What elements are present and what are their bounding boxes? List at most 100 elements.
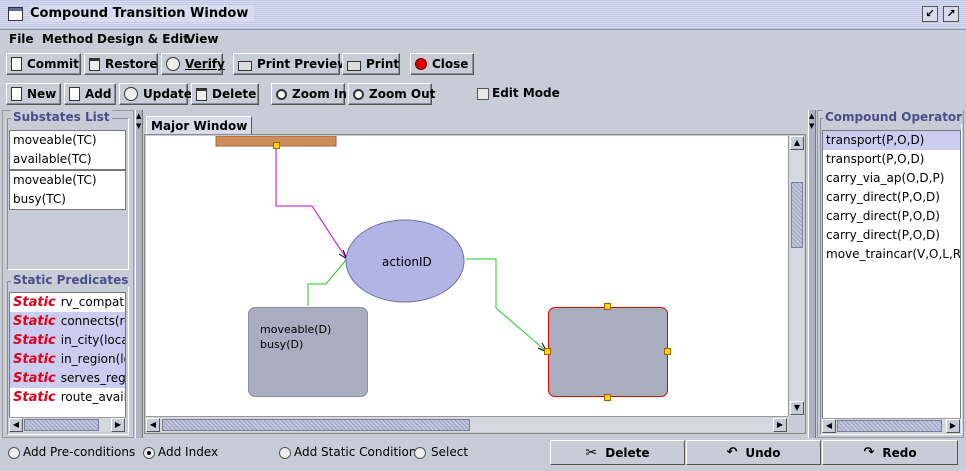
magenta-link[interactable] bbox=[275, 148, 347, 259]
zoom-in-button[interactable]: Zoom In bbox=[271, 83, 347, 105]
add-static-conditions-radio[interactable] bbox=[279, 447, 291, 459]
scroll-left-arrow-icon[interactable]: ◀ bbox=[146, 418, 160, 432]
scroll-thumb[interactable] bbox=[24, 419, 99, 431]
list-item[interactable]: moveable(TC) bbox=[13, 173, 97, 187]
add-button[interactable]: Add bbox=[64, 83, 116, 105]
update-label: Update bbox=[143, 87, 192, 101]
handle[interactable] bbox=[544, 348, 551, 355]
handle[interactable] bbox=[664, 348, 671, 355]
scroll-right-arrow-icon[interactable]: ▶ bbox=[773, 418, 787, 432]
canvas-vscrollbar[interactable]: ▲ ▼ bbox=[788, 136, 804, 416]
handle[interactable] bbox=[273, 142, 280, 149]
scroll-right-arrow-icon[interactable]: ▶ bbox=[946, 419, 960, 433]
list-item[interactable]: busy(TC) bbox=[13, 192, 66, 206]
substate-group-1[interactable]: moveable(TC) available(TC) bbox=[9, 130, 126, 170]
update-icon bbox=[124, 87, 138, 101]
action-oval[interactable] bbox=[345, 219, 465, 303]
compound-operators-list[interactable]: transport(P,O,D) transport(P,O,D) carry_… bbox=[822, 130, 961, 418]
edit-mode-label: Edit Mode bbox=[492, 86, 560, 100]
operators-hscrollbar[interactable]: ◀ ▶ bbox=[822, 418, 961, 433]
canvas-hscrollbar[interactable]: ◀ ▶ bbox=[146, 416, 788, 432]
zoom-in-label: Zoom In bbox=[292, 87, 347, 101]
list-item[interactable]: available(TC) bbox=[13, 152, 92, 166]
print-preview-icon bbox=[238, 60, 252, 71]
list-item[interactable]: carry_direct(P,O,D) bbox=[826, 190, 940, 204]
close-button[interactable]: Close bbox=[410, 53, 474, 75]
scroll-right-arrow-icon[interactable]: ▶ bbox=[111, 418, 125, 432]
collapse-down-icon[interactable]: ▼ bbox=[136, 122, 142, 130]
new-label: New bbox=[27, 87, 57, 101]
list-item[interactable]: moveable(TC) bbox=[13, 133, 97, 147]
print-preview-button[interactable]: Print Preview bbox=[233, 53, 348, 75]
left-splitter[interactable]: ▲ ▼ bbox=[135, 110, 143, 438]
undo-button[interactable]: ↶ Undo bbox=[686, 440, 821, 465]
list-item[interactable]: carry_direct(P,O,D) bbox=[826, 209, 940, 223]
collapse-up-icon[interactable]: ▲ bbox=[136, 112, 142, 120]
static-item-text: serves_regic bbox=[60, 371, 125, 385]
redo-button[interactable]: ↷ Redo bbox=[822, 440, 958, 465]
redo-icon: ↷ bbox=[863, 445, 875, 460]
zoom-out-button[interactable]: Zoom Out bbox=[348, 83, 435, 105]
scroll-left-arrow-icon[interactable]: ◀ bbox=[9, 418, 23, 432]
substate-group-2[interactable]: moveable(TC) busy(TC) bbox=[9, 170, 126, 210]
static-item[interactable]: Static serves_regic bbox=[10, 369, 125, 388]
trash-icon bbox=[196, 87, 207, 101]
list-item[interactable]: move_traincar(V,O,L,R2 bbox=[826, 247, 960, 261]
select-label: Select bbox=[431, 445, 469, 459]
undo-label: Undo bbox=[745, 445, 781, 460]
pre-state-box[interactable]: moveable(D) busy(D) bbox=[248, 307, 368, 397]
green-link-out[interactable] bbox=[466, 258, 547, 352]
scroll-up-arrow-icon[interactable]: ▲ bbox=[790, 136, 804, 150]
update-button[interactable]: Update bbox=[119, 83, 192, 105]
collapse-up-icon[interactable]: ▲ bbox=[809, 112, 815, 120]
substates-title: Substates List bbox=[11, 110, 112, 124]
handle[interactable] bbox=[604, 303, 611, 310]
edit-mode-checkbox[interactable] bbox=[477, 88, 489, 100]
delete-button[interactable]: ✂ Delete bbox=[550, 440, 685, 465]
menu-method[interactable]: Method bbox=[42, 32, 94, 46]
tab-major-window[interactable]: Major Window bbox=[146, 116, 253, 136]
maximize-icon[interactable]: ↗ bbox=[943, 6, 959, 22]
scroll-thumb[interactable] bbox=[162, 419, 470, 431]
commit-button[interactable]: Commit bbox=[6, 53, 81, 75]
list-item[interactable]: carry_direct(P,O,D) bbox=[826, 228, 940, 242]
scroll-thumb[interactable] bbox=[837, 420, 942, 432]
collapse-down-icon[interactable]: ▼ bbox=[809, 122, 815, 130]
menu-design-edit[interactable]: Design & Edit bbox=[97, 32, 189, 46]
print-button[interactable]: Print bbox=[342, 53, 400, 75]
new-doc-icon bbox=[11, 87, 22, 101]
static-keyword: Static bbox=[13, 371, 56, 386]
right-splitter[interactable]: ▲ ▼ bbox=[808, 110, 816, 438]
restore-icon[interactable]: ↙ bbox=[922, 6, 938, 22]
restore-button[interactable]: Restore bbox=[84, 53, 158, 75]
green-link-in[interactable] bbox=[307, 259, 347, 306]
verify-button[interactable]: Verify bbox=[161, 53, 225, 75]
scissors-icon: ✂ bbox=[585, 444, 598, 461]
menu-file[interactable]: File bbox=[9, 32, 34, 46]
add-index-radio[interactable] bbox=[143, 447, 155, 459]
add-preconditions-radio[interactable] bbox=[8, 447, 20, 459]
delete-toolbar-button[interactable]: Delete bbox=[191, 83, 259, 105]
list-item[interactable]: transport(P,O,D) bbox=[826, 152, 925, 166]
printer-icon bbox=[347, 60, 361, 71]
list-item[interactable]: carry_via_ap(O,D,P) bbox=[826, 171, 945, 185]
scroll-down-arrow-icon[interactable]: ▼ bbox=[790, 401, 804, 415]
handle[interactable] bbox=[604, 394, 611, 401]
scroll-thumb[interactable] bbox=[791, 182, 803, 248]
commit-label: Commit bbox=[27, 57, 79, 71]
design-canvas[interactable]: actionID moveable(D) busy(D) bbox=[146, 136, 788, 416]
new-button[interactable]: New bbox=[6, 83, 61, 105]
static-list-hscrollbar[interactable]: ◀ ▶ bbox=[9, 417, 126, 432]
post-state-box[interactable] bbox=[548, 307, 668, 397]
select-radio[interactable] bbox=[414, 447, 426, 459]
menu-view[interactable]: View bbox=[186, 32, 219, 46]
scroll-left-arrow-icon[interactable]: ◀ bbox=[822, 419, 836, 433]
list-item[interactable]: transport(P,O,D) bbox=[823, 131, 960, 150]
window-title: Compound Transition Window bbox=[30, 6, 255, 21]
